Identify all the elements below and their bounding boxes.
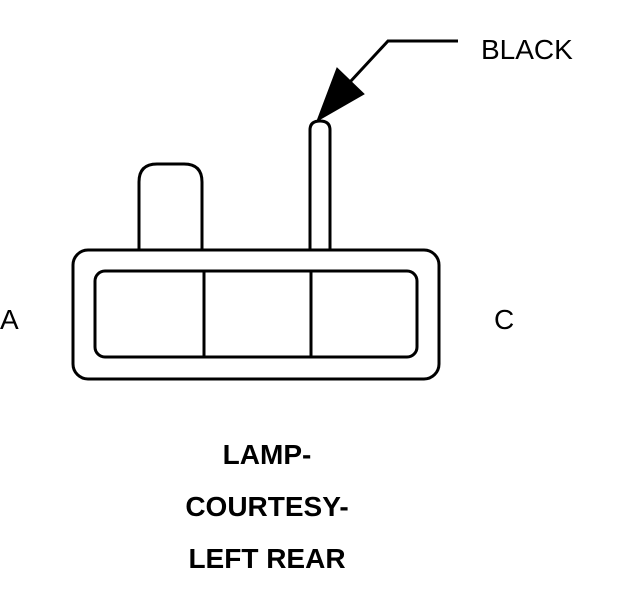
leader-line [348, 39, 458, 84]
connector-cavity-frame [93, 269, 419, 359]
wire-terminal [308, 119, 332, 250]
connector-housing [71, 248, 441, 381]
connector-title-line-1: LAMP- [222, 439, 312, 470]
wire-color-label: BLACK [481, 34, 573, 65]
leader-arrowhead [316, 67, 365, 123]
pin-c-label: C [494, 304, 515, 335]
connector-title-line-2: COURTESY- [185, 491, 349, 522]
connector-lock-tab [137, 162, 204, 250]
connector-title-line-3: LEFT REAR [188, 543, 346, 574]
pin-a-label: A [0, 304, 19, 335]
